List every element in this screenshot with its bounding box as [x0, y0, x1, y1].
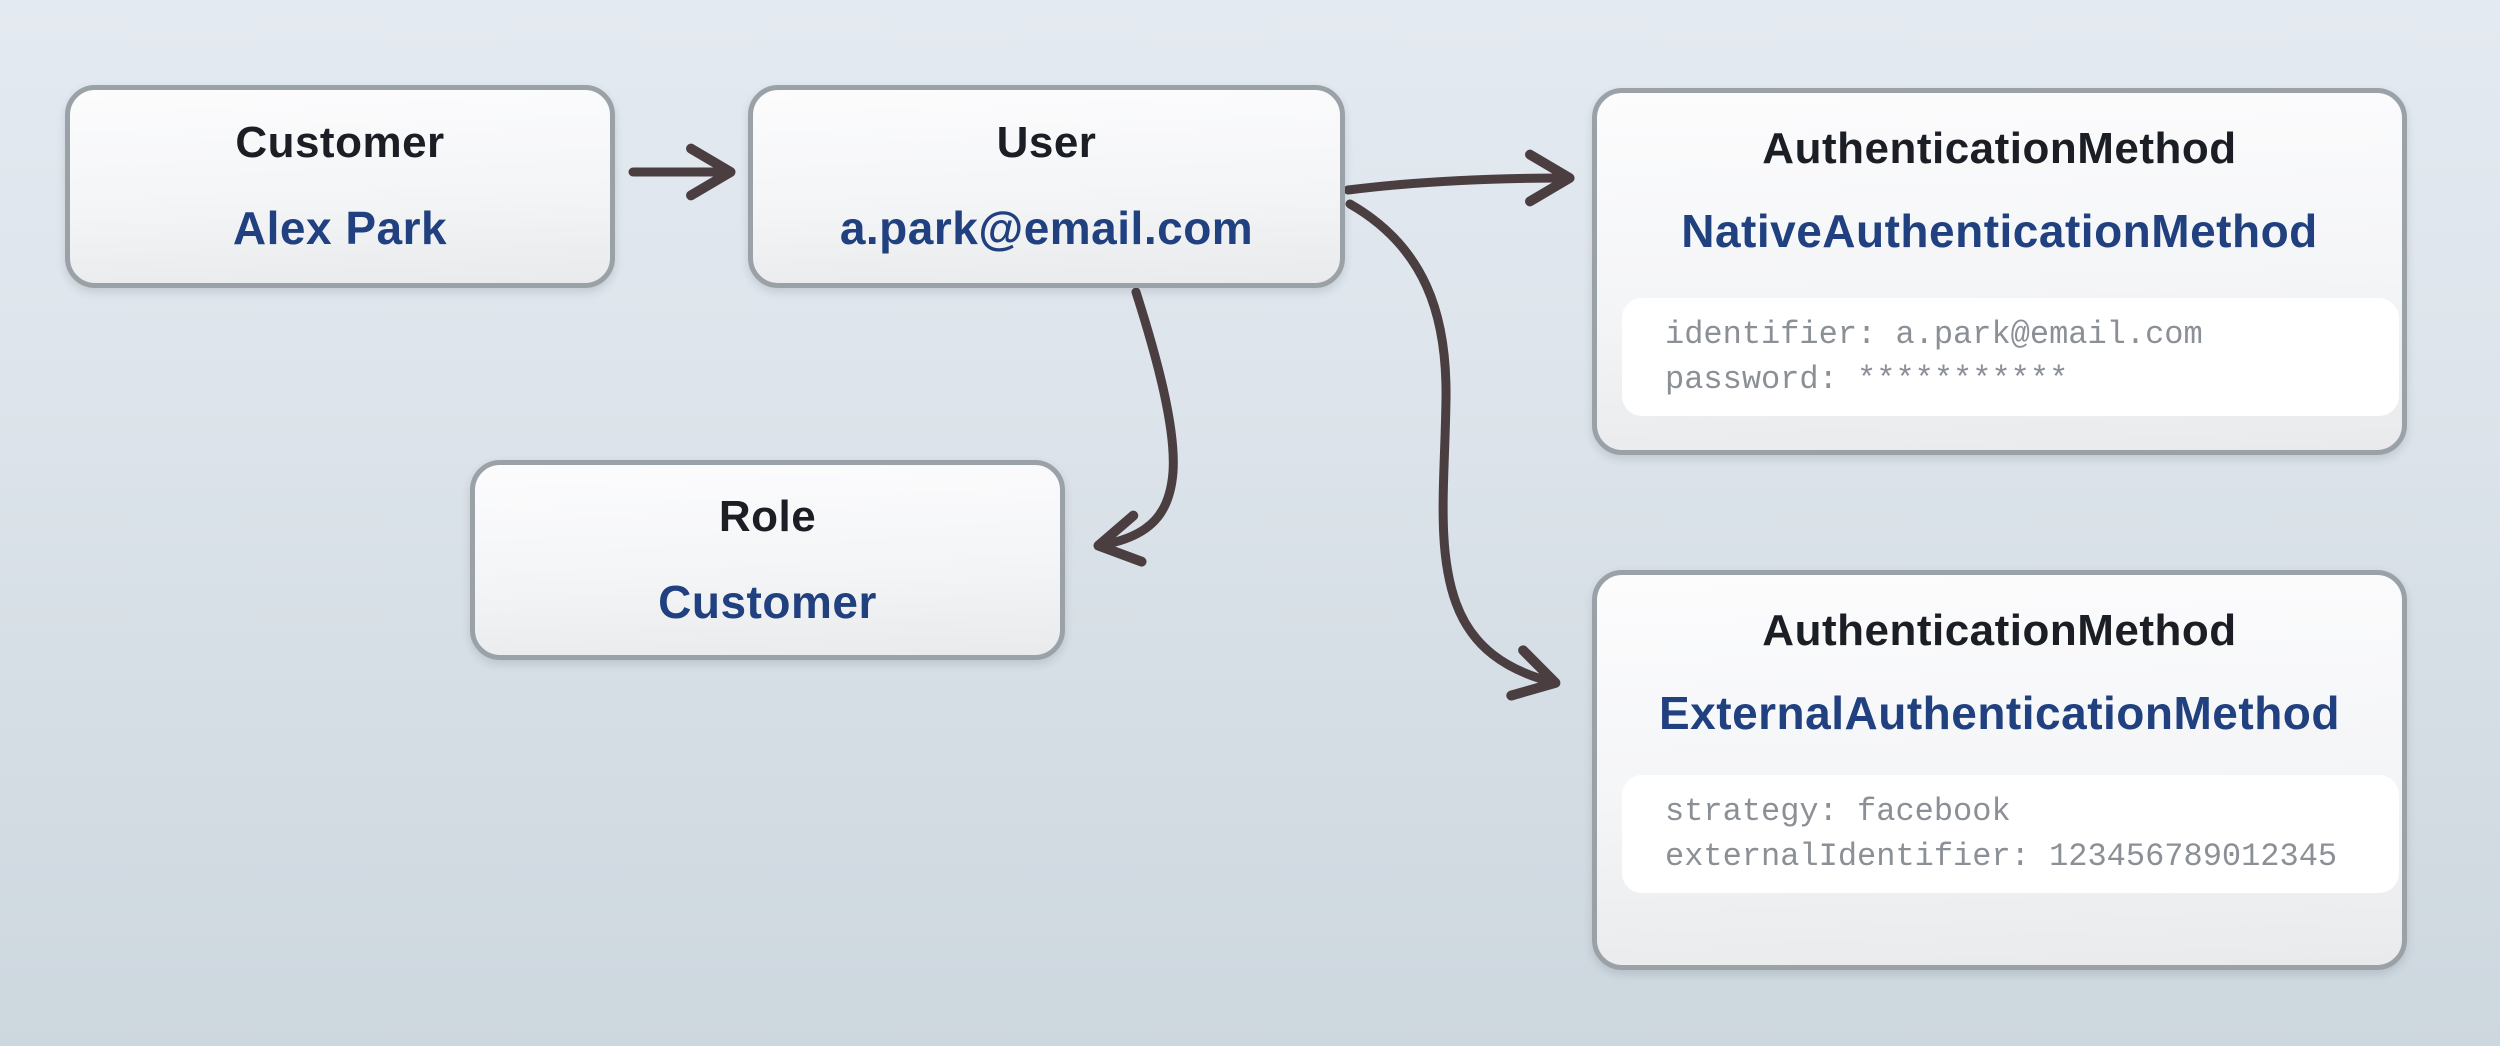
node-user[interactable]: User a.park@email.com	[748, 85, 1345, 288]
edge-user-to-role	[1093, 287, 1178, 567]
node-native-auth-title: AuthenticationMethod	[1762, 124, 2237, 173]
attr-identifier: identifier: a.park@email.com	[1665, 316, 2203, 353]
edge-user-to-native-auth	[1343, 149, 1575, 207]
node-user-value: a.park@email.com	[839, 202, 1254, 254]
node-customer-title: Customer	[235, 118, 445, 167]
node-customer[interactable]: Customer Alex Park	[65, 85, 615, 288]
node-role-value: Customer	[658, 575, 877, 628]
node-role-title: Role	[718, 491, 817, 541]
node-native-authentication-method[interactable]: AuthenticationMethod NativeAuthenticatio…	[1592, 88, 2407, 455]
node-external-auth-value: ExternalAuthenticationMethod	[1658, 687, 2341, 739]
node-external-auth-title: AuthenticationMethod	[1762, 606, 2237, 655]
node-role[interactable]: Role Customer	[470, 460, 1065, 660]
attr-strategy: strategy: facebook	[1665, 793, 2011, 830]
node-native-auth-attributes: identifier: a.park@email.com password: *…	[1622, 298, 2399, 416]
attr-password: password: ***********	[1665, 361, 2069, 398]
node-user-title: User	[996, 118, 1097, 167]
node-native-auth-value: NativeAuthenticationMethod	[1681, 205, 2318, 257]
node-external-auth-attributes: strategy: facebook externalIdentifier: 1…	[1622, 775, 2399, 893]
attr-external-identifier: externalIdentifier: 123456789012345	[1665, 838, 2338, 875]
edge-user-to-external-auth	[1345, 199, 1561, 701]
node-customer-value: Alex Park	[232, 202, 448, 254]
node-external-authentication-method[interactable]: AuthenticationMethod ExternalAuthenticat…	[1592, 570, 2407, 970]
